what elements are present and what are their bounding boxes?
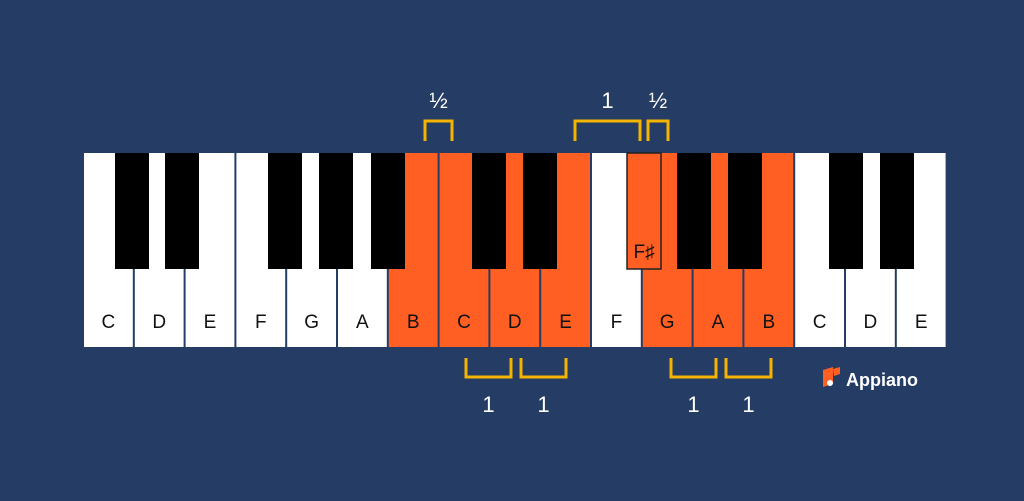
interval-label-top: ½ xyxy=(649,88,667,113)
white-key-label: F xyxy=(255,312,267,333)
interval-bracket-top xyxy=(423,119,454,141)
interval-bracket-bottom xyxy=(464,358,513,379)
black-key[interactable] xyxy=(165,153,199,269)
interval-bracket-top xyxy=(646,119,670,141)
white-key-label: G xyxy=(660,312,675,333)
black-key[interactable] xyxy=(728,153,762,269)
white-key-label: G xyxy=(304,312,319,333)
interval-label-bottom: 1 xyxy=(687,392,699,417)
white-key-label: E xyxy=(204,312,217,333)
interval-label-top: ½ xyxy=(429,88,447,113)
interval-bracket-bottom xyxy=(669,358,718,379)
white-key-label: D xyxy=(864,312,878,333)
white-key-label: B xyxy=(407,312,420,333)
interval-label-bottom: 1 xyxy=(537,392,549,417)
logo-text: Appiano xyxy=(846,370,918,390)
white-key-label: C xyxy=(813,312,827,333)
black-key[interactable] xyxy=(880,153,914,269)
interval-bracket-bottom xyxy=(519,358,568,379)
black-key[interactable] xyxy=(677,153,711,269)
black-key[interactable] xyxy=(829,153,863,269)
interval-bracket-top xyxy=(573,119,642,141)
music-note-icon xyxy=(823,367,840,387)
logo: Appiano xyxy=(823,367,918,390)
white-key-label: A xyxy=(712,312,725,333)
black-key[interactable] xyxy=(472,153,506,269)
black-key-label: F♯ xyxy=(633,242,654,263)
black-key[interactable] xyxy=(523,153,557,269)
keyboard: C D E F G A B C D E F G A B C D E F♯ xyxy=(84,152,946,347)
interval-brackets: ½ 1 ½ 1 1 1 1 xyxy=(423,88,773,417)
white-key-label: D xyxy=(152,312,166,333)
black-key[interactable] xyxy=(115,153,149,269)
white-key-label: F xyxy=(611,312,623,333)
interval-label-bottom: 1 xyxy=(482,392,494,417)
black-key[interactable] xyxy=(268,153,302,269)
white-key-label: B xyxy=(762,312,775,333)
white-key-label: C xyxy=(457,312,471,333)
black-key[interactable] xyxy=(319,153,353,269)
interval-label-bottom: 1 xyxy=(742,392,754,417)
interval-bracket-bottom xyxy=(724,358,773,379)
white-key-label: E xyxy=(915,312,928,333)
interval-label-top: 1 xyxy=(601,88,613,113)
white-key-label: D xyxy=(508,312,522,333)
white-key-label: E xyxy=(559,312,572,333)
black-key-highlighted[interactable] xyxy=(626,152,662,270)
white-key-label: A xyxy=(356,312,369,333)
black-key[interactable] xyxy=(371,153,405,269)
white-key-label: C xyxy=(102,312,116,333)
